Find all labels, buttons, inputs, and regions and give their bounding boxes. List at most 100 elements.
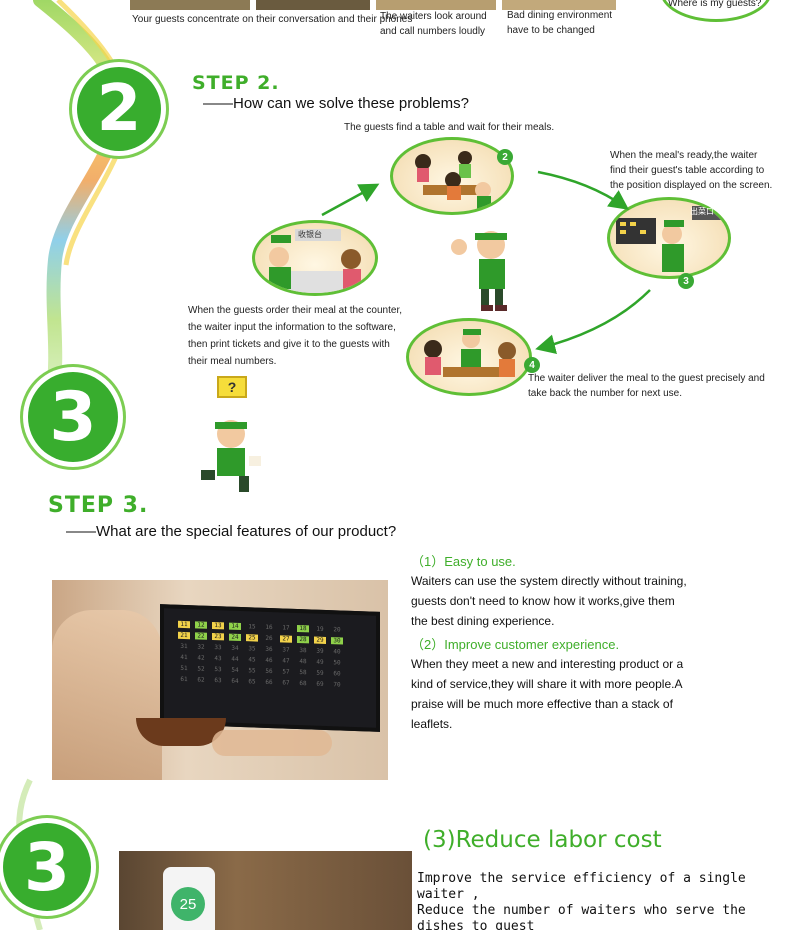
step3-subtitle: ——What are the special features of our p…: [66, 523, 397, 540]
step2-caption-bottom: The waiter deliver the meal to the guest…: [528, 371, 765, 401]
screen-number-cell: 60: [333, 670, 341, 678]
scene-order-counter-art: [269, 229, 361, 293]
screen-number-cell: 36: [265, 645, 273, 654]
screen-number-cell: 33: [214, 644, 222, 652]
step2-subtitle: ——How can we solve these problems?: [203, 95, 469, 112]
badge-2: 2: [497, 149, 513, 165]
screen-number-cell: 15: [248, 623, 256, 631]
scene-order-counter: [252, 220, 378, 296]
feature2-line3: praise will be much more effective than …: [411, 697, 673, 711]
screen-number-cell: 30: [331, 637, 343, 645]
screen-number-cell: 65: [248, 678, 256, 686]
screen-number-cell: 35: [248, 645, 256, 653]
step2-caption-bottom-line2: take back the number for next use.: [528, 388, 682, 399]
top-strip: [130, 0, 650, 40]
screen-number-cell: 27: [280, 635, 292, 643]
screen-number-cell: 50: [333, 659, 341, 667]
screen-number-cell: 46: [265, 656, 273, 665]
feature1-line3: the best dining experience.: [411, 614, 555, 628]
labor-line1: Improve the service efficiency of a sing…: [417, 871, 746, 902]
screen-number-cell: 22: [195, 632, 207, 640]
photo-guests: [130, 0, 250, 10]
screen-number-cell: 57: [282, 668, 290, 676]
feature1-title: （1）Easy to use.: [411, 554, 516, 569]
screen-number-cell: 67: [282, 679, 290, 687]
step2-caption-top: The guests find a table and wait for the…: [344, 122, 555, 133]
screen-number-cell: 64: [231, 677, 239, 685]
step3-title: STEP 3.: [48, 493, 149, 518]
caption-env-line1: Bad dining environment: [507, 10, 613, 21]
screen-number-cell: 32: [197, 643, 205, 651]
scene-screen-display: [607, 197, 731, 279]
feature2-line1: When they meet a new and interesting pro…: [411, 657, 684, 671]
screen-number-cell: 38: [299, 647, 307, 655]
step2-caption-left-line4: their meal numbers.: [188, 356, 277, 367]
screen-number-cell: 17: [282, 624, 290, 632]
feature1-line2: guests don't need to know how it works,g…: [411, 594, 675, 608]
step2-caption-left-line3: then print tickets and give it to the gu…: [188, 339, 390, 350]
step2-caption-left-line1: When the guests order their meal at the …: [188, 305, 403, 316]
labor-line2: Reduce the number of waiters who serve t…: [417, 903, 746, 918]
screen-number-cell: 12: [195, 621, 207, 629]
screen-number-cell: 59: [316, 669, 324, 677]
feature2-line2: kind of service,they will share it with …: [411, 677, 683, 691]
speech-bubble-text: Where is my guests?: [668, 0, 762, 9]
screen-number-cell: 14: [229, 622, 241, 630]
screen-number-cell: 29: [314, 636, 326, 644]
screen-number-cell: 56: [265, 667, 273, 676]
screen-number-cell: 40: [333, 648, 341, 656]
step2-caption-bottom-line1: The waiter deliver the meal to the guest…: [528, 373, 765, 384]
waiter-thinking-art: [201, 420, 261, 492]
step2-caption-left: When the guests order their meal at the …: [188, 302, 402, 370]
screen-number-cell: 61: [180, 675, 188, 684]
step3-number: 3: [49, 377, 97, 457]
sign-kitchen: 出菜口: [690, 207, 714, 216]
screen-number-cell: 52: [197, 665, 205, 673]
labor-body: Improve the service efficiency of a sing…: [417, 871, 800, 930]
feature2-title: （2）Improve customer experience.: [411, 637, 620, 652]
screen-number-cell: 53: [214, 666, 222, 674]
arrow-3-to-4: [535, 289, 651, 354]
screen-number-cell: 43: [214, 655, 222, 663]
labor-line3: dishes to guest: [417, 919, 535, 930]
screen-number-cell: 58: [299, 669, 307, 677]
photo-crowd: [376, 0, 496, 10]
waiter-center-illustration: [445, 225, 525, 315]
screen-number-cell: 62: [197, 676, 205, 684]
question-mark: ?: [227, 379, 237, 395]
screen-number-cell: 41: [180, 653, 188, 662]
caption-environment: Bad dining environment have to be change…: [507, 8, 612, 38]
pager-display: 25: [171, 887, 205, 921]
screen-number-cell: 55: [248, 667, 256, 675]
screen-number-cell: 23: [212, 632, 224, 641]
caption-env-line2: have to be changed: [507, 25, 595, 36]
screen-number-cell: 24: [229, 633, 241, 641]
screen-number-cell: 26: [265, 634, 273, 643]
screen-number-cell: 51: [180, 664, 188, 673]
scene-screen-display-art: [616, 206, 728, 272]
screen-number-cell: 63: [214, 677, 222, 685]
caption-guests: Your guests concentrate on their convers…: [132, 14, 413, 25]
labor-number-circle: 3: [3, 823, 91, 911]
feature1-body: Waiters can use the system directly with…: [411, 571, 687, 631]
screen-number-cell: 31: [180, 642, 188, 651]
question-box: ?: [217, 376, 247, 398]
screen-number-cell: 11: [178, 620, 190, 629]
screen-number-cell: 13: [212, 621, 224, 630]
screen-number-cell: 16: [265, 623, 273, 632]
screen-number-cell: 54: [231, 666, 239, 674]
screen-number-cell: 25: [246, 634, 258, 642]
screen-number-cell: 42: [197, 654, 205, 662]
arrow-1-to-2: [321, 183, 380, 217]
step2-caption-left-line2: the waiter input the information to the …: [188, 322, 396, 333]
screen-number-cell: 39: [316, 647, 324, 655]
caption-waiters: The waiters look around and call numbers…: [380, 9, 487, 39]
scene-guests-waiting: [390, 137, 514, 215]
screen-number-cell: 48: [299, 658, 307, 666]
screen-number-cell: 44: [231, 655, 239, 663]
waiter-thinking-illustration: [193, 410, 268, 498]
step2-caption-right-line1: When the meal's ready,the waiter: [610, 150, 758, 161]
screen-number-cell: 37: [282, 646, 290, 654]
